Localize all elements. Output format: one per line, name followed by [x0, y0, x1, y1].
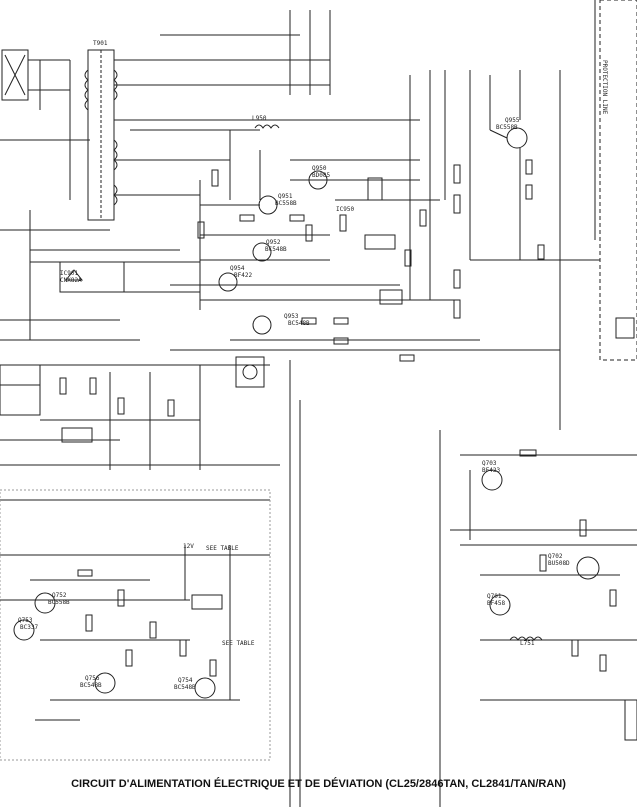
q950-label: Q950 — [312, 165, 327, 172]
q954-type-label: BF422 — [234, 272, 252, 279]
see-table-label-2: SEE TABLE — [222, 640, 255, 647]
l751-label: L751 — [520, 640, 535, 647]
q703-type-label: BF423 — [482, 467, 500, 474]
q702-type-label: BU508D — [548, 560, 570, 567]
see-table-label-1: SEE TABLE — [206, 545, 239, 552]
q756-type-label: BC548B — [80, 682, 102, 689]
q953-label: Q953 — [284, 313, 299, 320]
ic901-label: IC901 — [60, 270, 78, 277]
ic901-type-label: CNX82A — [60, 277, 82, 284]
q703-label: Q703 — [482, 460, 497, 467]
q756-label: Q756 — [85, 675, 100, 682]
q752-label: Q752 — [52, 592, 67, 599]
q952-type-label: BC548B — [265, 246, 287, 253]
l950-label: L950 — [252, 115, 267, 122]
q752-type-label: BC558B — [48, 599, 70, 606]
q701-type-label: BF458 — [487, 600, 505, 607]
q753-label: Q753 — [18, 617, 33, 624]
t901-label: T901 — [93, 40, 108, 47]
q954-label: Q954 — [230, 265, 245, 272]
q953-type-label: BC548B — [288, 320, 310, 327]
protection-line-label: PROTECTION LINE — [601, 60, 608, 115]
q955-label: Q955 — [505, 117, 520, 124]
q754-type-label: BC548B — [174, 684, 196, 691]
diagram-caption: CIRCUIT D'ALIMENTATION ÉLECTRIQUE ET DE … — [71, 778, 566, 790]
q951-label: Q951 — [278, 193, 293, 200]
ic950-label: IC950 — [336, 206, 354, 213]
12v-label: 12V — [183, 543, 194, 550]
q950-type-label: BD085 — [312, 172, 330, 179]
q754-label: Q754 — [178, 677, 193, 684]
q952-label: Q952 — [266, 239, 281, 246]
q753-type-label: BC337 — [20, 624, 38, 631]
q702-label: Q702 — [548, 553, 563, 560]
q955-type-label: BC558B — [496, 124, 518, 131]
q701-label: Q701 — [487, 593, 502, 600]
q951-type-label: BC558B — [275, 200, 297, 207]
